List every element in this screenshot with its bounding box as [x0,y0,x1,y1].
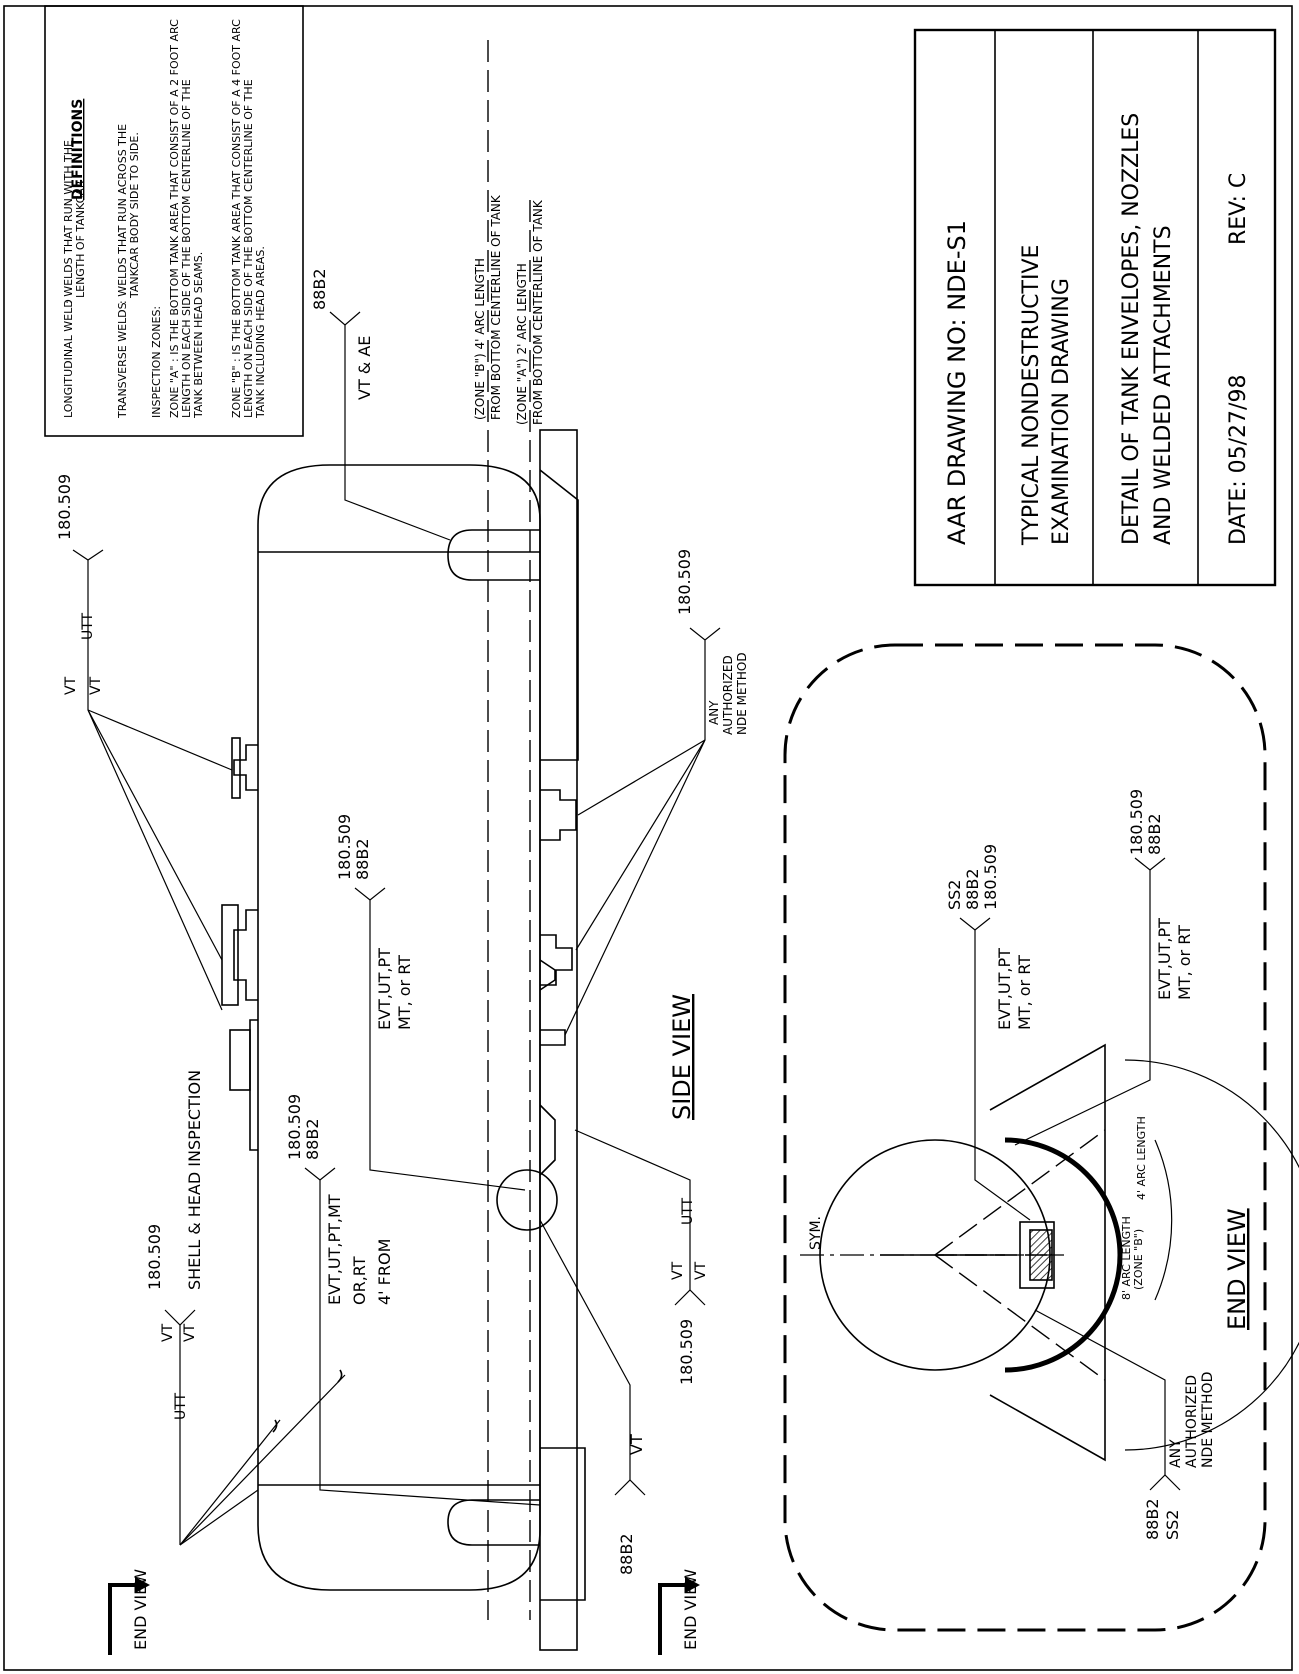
shell-callout-number: 180.509 [145,1224,164,1290]
arc8-line-1: 8' ARC LENGTH [1120,1216,1133,1300]
def-long-2: LENGTH OF TANKCAR [74,180,87,298]
def-trans-2: TANKCAR BODY SIDE TO SIDE. [128,132,141,299]
evt-callout-longitudinal: 180.509 88B2 EVT,UT,PT,MT OR,RT 4' FROM [285,1094,541,1506]
vt-ae-callout: 88B2 VT & AE [310,268,451,541]
shell-callout-vt-bottom: VT [182,1323,198,1342]
evt1-line-2: OR,RT [350,1256,369,1305]
end-ll-1: 88B2 [1143,1498,1162,1540]
sheet-border [3,5,1293,1671]
end-view [783,643,1299,1632]
saddle-number: 180.509 [677,1319,696,1385]
evt2-number-2: 88B2 [353,838,372,880]
drawing-rev: REV: C [1226,173,1251,245]
drawing-number: AAR DRAWING NO: NDE-S1 [943,220,971,545]
end-ss2-2: 88B2 [963,868,982,910]
evt1-number-1: 180.509 [285,1094,304,1160]
def-long-term: LONGITUDINAL WELD [62,299,75,418]
end-view-label: END VIEW [1223,1208,1251,1330]
def-zone-a-3: TANK BETWEEN HEAD SEAMS. [192,252,205,419]
end-view-arrow-label-top: END VIEW [131,1569,150,1650]
evt2-number-1: 180.509 [335,814,354,880]
title-block: AAR DRAWING NO: NDE-S1 TYPICAL NONDESTRU… [913,28,1277,587]
shell-head-callout: 180.509 SHELL & HEAD INSPECTION UTT VT V… [145,1070,346,1546]
saddle-vt-2: VT [693,1261,709,1280]
top-fittings-callout: 180.509 VT VT UTT [55,474,233,1011]
def-trans-1: : WELDS THAT RUN ACROSS THE [116,124,129,304]
end-ss2-3: 180.509 [981,844,1000,910]
saddle-callout: 180.509 VT VT UTT [574,1129,709,1385]
def-trans-term: TRANSVERSE WELDS [116,302,129,419]
side-view-label: SIDE VIEW [668,994,696,1120]
evt1-line-3: 4' FROM [375,1239,394,1305]
end-right-number-1: 180.509 [1127,789,1146,855]
end-evt-b-1: EVT,UT,PT [1155,918,1174,1000]
bottom-callout-number: 180.509 [675,549,694,615]
centerline-symbol-label: SYM. [808,1216,824,1250]
end-evt-b-2: MT, or RT [1175,925,1194,1000]
bottom-any-2: AUTHORIZED [721,655,735,735]
bolster-88b2: 88B2 [617,1533,636,1575]
def-zone-a-1: ZONE "A" : IS THE BOTTOM TANK AREA THAT … [168,19,181,418]
title-line-2: EXAMINATION DRAWING [1049,278,1074,545]
saddle-utt: UTT [680,1197,696,1225]
zone-a-bottom: FROM BOTTOM CENTERLINE OF TANK [531,199,545,425]
arc4-label: 4' ARC LENGTH [1135,1116,1148,1200]
def-zone-b-3: TANK INCLUDING HEAD AREAS. [254,246,267,419]
end-any-1: ANY [1168,1439,1184,1468]
title-line-4: AND WELDED ATTACHMENTS [1151,225,1176,545]
end-evt-a-1: EVT,UT,PT [995,948,1014,1030]
evt-callout-circle: 180.509 88B2 EVT,UT,PT MT, or RT [335,814,526,1191]
zone-b-bottom: FROM BOTTOM CENTERLINE OF TANK [489,194,503,420]
arc8-line-2: (ZONE "B") [1132,1229,1145,1290]
end-any-3: NDE METHOD [1200,1372,1216,1468]
end-any-2: AUTHORIZED [1184,1375,1200,1468]
def-zone-b-1: ZONE "B" : IS THE BOTTOM TANK AREA THAT … [230,19,243,418]
zone-a-top: (ZONE "A") 2' ARC LENGTH [515,263,529,425]
title-line-1: TYPICAL NONDESTRUCTIVE [1019,245,1044,546]
def-zone-a-2: LENGTH ON EACH SIDE OF THE BOTTOM CENTER… [180,79,193,418]
shell-callout-text: SHELL & HEAD INSPECTION [185,1070,204,1290]
def-zones-heading: INSPECTION ZONES: [150,306,163,418]
end-right-callout: 180.509 88B2 EVT,UT,PT MT, or RT [1014,789,1194,1146]
top-callout-number: 180.509 [55,474,74,540]
zone-b-top: (ZONE "B") 4' ARC LENGTH [473,258,487,420]
shell-callout-vt-top: VT [160,1323,176,1342]
vt-ae-number: 88B2 [310,268,329,310]
evt1-number-2: 88B2 [303,1118,322,1160]
shell-callout-utt: UTT [173,1392,189,1420]
bottom-fittings-callout: 180.509 ANY AUTHORIZED NDE METHOD [564,549,749,1036]
tank-side-view [108,40,700,1655]
bolster-callout: VT 88B2 [539,1219,646,1575]
definitions-box: DEFINITIONS LONGITUDINAL WELD : WELDS TH… [44,5,304,437]
bolster-vt: VT [627,1434,646,1455]
evt2-line-2: MT, or RT [395,955,414,1030]
bottom-any-3: NDE METHOD [735,652,749,735]
definitions-heading: DEFINITIONS [70,99,86,200]
top-callout-vt-1: VT [63,676,79,695]
top-callout-vt-2: VT [88,676,104,695]
evt2-line-1: EVT,UT,PT [375,948,394,1030]
end-ss2-1: SS2 [945,880,964,911]
vt-ae-text: VT & AE [355,336,374,400]
end-view-arrow-label-bottom: END VIEW [681,1569,700,1650]
drawing-date: DATE: 05/27/98 [1226,375,1251,545]
bottom-any-1: ANY [707,700,721,725]
end-evt-a-2: MT, or RT [1015,955,1034,1030]
top-callout-utt: UTT [80,612,96,640]
evt1-line-1: EVT,UT,PT,MT [325,1194,344,1305]
end-left-callout: ANY AUTHORIZED NDE METHOD 88B2 SS2 [1034,1309,1216,1541]
title-line-3: DETAIL OF TANK ENVELOPES, NOZZLES [1119,113,1144,545]
saddle-vt-1: VT [670,1261,686,1280]
end-ll-2: SS2 [1163,1510,1182,1541]
def-zone-b-2: LENGTH ON EACH SIDE OF THE BOTTOM CENTER… [242,79,255,418]
end-right-number-2: 88B2 [1145,813,1164,855]
end-ss2-callout: SS2 88B2 180.509 EVT,UT,PT MT, or RT [945,844,1034,1221]
def-long-1: : WELDS THAT RUN WITH THE [62,140,75,304]
